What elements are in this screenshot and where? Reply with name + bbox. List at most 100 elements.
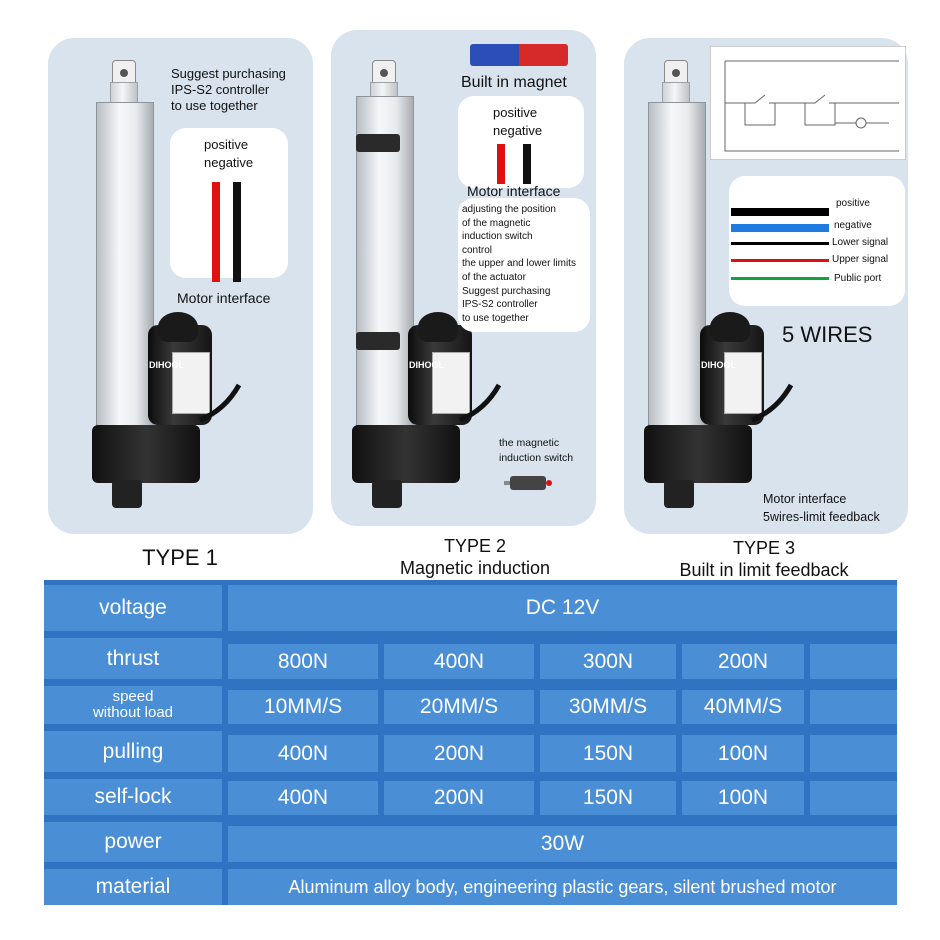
wire-upper-signal xyxy=(731,259,829,262)
black-wire xyxy=(523,144,531,184)
note-line: to use together xyxy=(171,98,258,113)
magnetic-switch-label: the magnetic induction switch xyxy=(499,436,573,466)
brand-label: DIHOOL xyxy=(149,360,184,370)
switch-label-line: induction switch xyxy=(499,452,574,464)
red-wire xyxy=(497,144,505,184)
selflock-value: 200N xyxy=(384,781,534,815)
actuator-tube xyxy=(648,102,706,434)
switch-lead xyxy=(504,481,510,485)
wire-positive-label: positive xyxy=(836,198,870,209)
type3-name: TYPE 3 xyxy=(732,538,796,558)
gearbox xyxy=(92,425,200,483)
positive-label: positive xyxy=(493,105,538,120)
pulling-value: 150N xyxy=(540,735,676,772)
thrust-value: 200N xyxy=(682,644,804,679)
speed-label-line: without load xyxy=(92,704,174,721)
note-line: 5wires-limit feedback xyxy=(763,510,880,524)
pulling-label: pulling xyxy=(44,731,222,772)
pulling-empty-cell xyxy=(810,735,897,772)
wire-diagram-box xyxy=(170,128,288,278)
speed-label-line: speed xyxy=(112,688,154,705)
upper-switch-clip xyxy=(356,134,400,152)
speed-empty-cell xyxy=(810,690,897,724)
description-box xyxy=(458,198,590,332)
limit-circuit-diagram xyxy=(710,46,906,160)
red-wire xyxy=(212,182,220,282)
type3-interface-note: Motor interface 5wires-limit feedback xyxy=(763,490,880,526)
motor-cap xyxy=(418,312,458,342)
thrust-value: 800N xyxy=(228,644,378,679)
note-line: the upper and lower limits xyxy=(462,258,576,270)
note-line: induction switch xyxy=(462,231,533,243)
rear-lug xyxy=(372,480,402,508)
magnet-blue-half xyxy=(470,44,519,66)
thrust-value: 300N xyxy=(540,644,676,679)
type3-subtitle: Built in limit feedback xyxy=(679,560,849,580)
type2-name: TYPE 2 xyxy=(443,536,507,556)
wire-public-port-label: Public port xyxy=(834,273,882,284)
magnetic-switch-description: adjusting the position of the magnetic i… xyxy=(462,203,576,325)
rear-lug xyxy=(112,480,142,508)
selflock-empty-cell xyxy=(810,781,897,815)
voltage-label: voltage xyxy=(44,585,222,631)
five-wires-label: 5 WIRES xyxy=(782,322,873,347)
pulling-value: 200N xyxy=(384,735,534,772)
rod-eye xyxy=(664,60,688,86)
brand-label: DIHOOL xyxy=(409,360,444,370)
note-line: of the actuator xyxy=(462,271,526,283)
speed-label: speed without load xyxy=(44,686,222,724)
motor-cap xyxy=(710,312,750,342)
power-cable xyxy=(199,383,242,423)
selflock-value: 150N xyxy=(540,781,676,815)
positive-label: positive xyxy=(204,137,249,152)
actuator-tube xyxy=(96,102,154,434)
type2-title: TYPE 2 Magnetic induction xyxy=(360,535,590,579)
motor-label xyxy=(172,352,210,414)
motor-interface-label: Motor interface xyxy=(177,290,271,306)
selflock-value: 100N xyxy=(682,781,804,815)
lower-switch-clip xyxy=(356,332,400,350)
thrust-label: thrust xyxy=(44,638,222,679)
gearbox xyxy=(644,425,752,483)
voltage-value: DC 12V xyxy=(228,585,897,631)
pulling-value: 100N xyxy=(682,735,804,772)
wire-lower-signal-label: Lower signal xyxy=(832,237,889,248)
switch-led xyxy=(546,480,552,486)
brand-label: DIHOOL xyxy=(701,360,736,370)
note-line: Motor interface xyxy=(763,492,847,506)
magnetic-switch-icon xyxy=(504,476,554,490)
rod-eye xyxy=(112,60,136,86)
note-line: control xyxy=(462,244,493,256)
note-line: to use together xyxy=(462,312,529,324)
note-line: Suggest purchasing xyxy=(462,285,551,297)
note-line: of the magnetic xyxy=(462,217,531,229)
thrust-empty-cell xyxy=(810,644,897,679)
switch-body xyxy=(510,476,546,490)
selflock-label: self-lock xyxy=(44,779,222,815)
motor-label xyxy=(432,352,470,414)
wire-diagram-box xyxy=(458,96,584,188)
type1-title: TYPE 1 xyxy=(142,545,218,570)
magnet-icon xyxy=(470,44,568,66)
note-line: IPS-S2 controller xyxy=(171,82,270,97)
thrust-value: 400N xyxy=(384,644,534,679)
switch-label-line: the magnetic xyxy=(499,437,560,449)
motor-interface-label: Motor interface xyxy=(467,183,561,199)
speed-value: 10MM/S xyxy=(228,690,378,724)
power-cable xyxy=(459,383,502,423)
power-cable xyxy=(751,383,794,423)
type2-subtitle: Magnetic induction xyxy=(399,558,551,578)
gearbox xyxy=(352,425,460,483)
magnet-red-half xyxy=(519,44,568,66)
rod-eye xyxy=(372,60,396,86)
motor-label xyxy=(724,352,762,414)
type3-title: TYPE 3 Built in limit feedback xyxy=(650,537,878,581)
wire-negative xyxy=(731,224,829,232)
speed-value: 30MM/S xyxy=(540,690,676,724)
circuit-schematic xyxy=(724,60,899,152)
material-value: Aluminum alloy body, engineering plastic… xyxy=(228,869,897,905)
wire-lower-signal xyxy=(731,242,829,245)
wire-upper-signal-label: Upper signal xyxy=(832,254,889,265)
negative-label: negative xyxy=(493,123,543,138)
wire-public-port xyxy=(731,277,829,280)
